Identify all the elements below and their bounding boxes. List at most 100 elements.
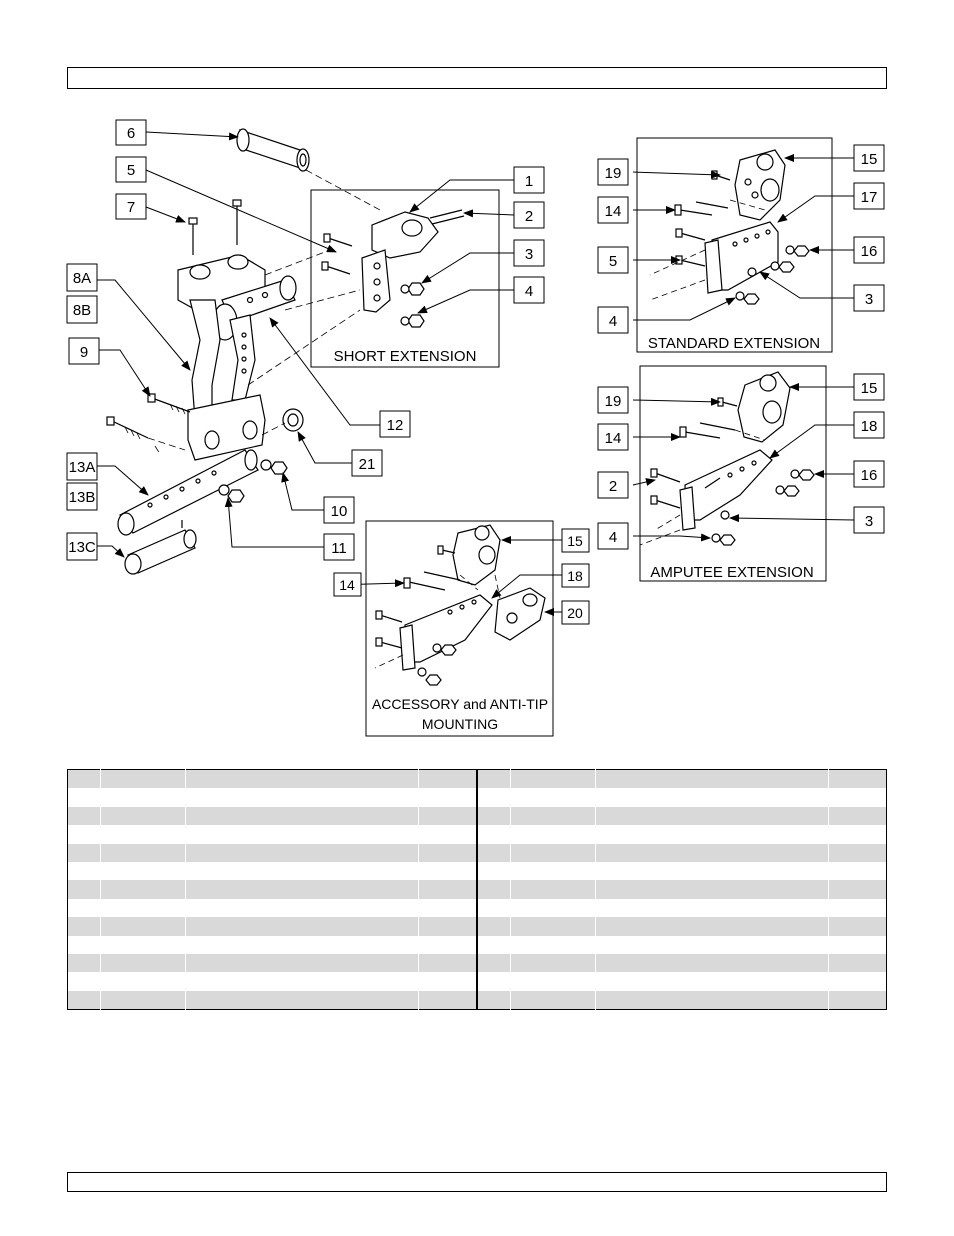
table-cell <box>185 990 419 1010</box>
table-cell <box>418 769 477 789</box>
table-cell <box>418 843 477 862</box>
table-cell <box>477 917 512 936</box>
table-cell <box>595 898 829 918</box>
table-cell <box>67 953 102 973</box>
callout-number: 18 <box>567 568 583 584</box>
table-cell <box>477 990 512 1010</box>
callout-number: 3 <box>865 291 873 308</box>
callout-number: 8B <box>73 302 91 319</box>
callout-std-17: 17 <box>853 182 885 210</box>
panel-short-extension: SHORT EXTENSION <box>310 189 500 368</box>
callout-number: 19 <box>605 393 622 410</box>
table-cell <box>828 898 887 918</box>
table-cell <box>100 972 186 991</box>
parts-table-left <box>67 769 477 1011</box>
table-cell <box>418 990 477 1010</box>
callout-number: 9 <box>80 344 88 361</box>
callout-std-14: 14 <box>597 196 629 224</box>
table-cell <box>185 953 419 973</box>
callout-21: 21 <box>351 449 383 477</box>
panel-accessory-mounting: ACCESSORY and ANTI-TIP MOUNTING <box>365 520 554 737</box>
table-cell <box>510 788 596 807</box>
table-cell <box>67 880 102 899</box>
table-cell <box>595 917 829 936</box>
table-cell <box>67 861 101 881</box>
callout-number: 6 <box>127 125 135 142</box>
amputee-extension-label: AMPUTEE EXTENSION <box>650 564 813 581</box>
callout-number: 1 <box>525 173 533 190</box>
table-row <box>67 990 477 1010</box>
table-cell <box>828 769 887 789</box>
table-cell <box>67 917 102 936</box>
callout-number: 3 <box>865 513 873 530</box>
table-cell <box>510 769 597 789</box>
table-cell <box>828 935 887 954</box>
table-cell <box>100 861 186 881</box>
callout-amp-16: 16 <box>853 460 885 488</box>
table-cell <box>67 898 101 918</box>
table-row <box>67 788 477 807</box>
table-cell <box>67 806 102 826</box>
table-cell <box>100 788 186 807</box>
table-cell <box>828 917 887 936</box>
callout-amp-19: 19 <box>597 386 629 414</box>
callout-number: 19 <box>605 165 622 182</box>
table-row <box>477 935 887 954</box>
table-cell <box>828 806 887 826</box>
callout-acc-20: 20 <box>561 600 590 625</box>
parts-table-right <box>477 769 887 1011</box>
lower-clamp <box>187 394 266 461</box>
callout-acc-14: 14 <box>333 572 362 597</box>
callout-number: 4 <box>525 283 533 300</box>
callout-amp-14: 14 <box>597 423 629 451</box>
panel-standard-extension: STANDARD EXTENSION <box>636 137 833 353</box>
table-cell <box>477 898 511 918</box>
table-row <box>67 843 477 862</box>
callout-amp-3: 3 <box>853 506 885 534</box>
callout-number: 20 <box>567 605 583 621</box>
table-cell <box>510 825 596 844</box>
footer-bar <box>67 1172 887 1192</box>
table-cell <box>418 953 477 973</box>
callout-amp-4: 4 <box>597 522 629 550</box>
table-cell <box>418 788 477 807</box>
table-cell <box>185 880 419 899</box>
table-cell <box>595 825 829 844</box>
table-cell <box>477 953 512 973</box>
table-cell <box>418 861 477 881</box>
callout-5: 5 <box>115 156 147 183</box>
callout-7: 7 <box>115 193 147 220</box>
callout-number: 14 <box>339 577 355 593</box>
callout-number: 16 <box>861 243 878 260</box>
table-cell <box>477 843 512 862</box>
table-cell <box>418 917 477 936</box>
callout-number: 11 <box>331 540 347 557</box>
table-cell <box>595 880 829 899</box>
table-row <box>477 825 887 844</box>
callout-acc-18: 18 <box>561 563 590 588</box>
table-row <box>477 953 887 973</box>
table-cell <box>185 917 419 936</box>
short-tube <box>124 520 197 575</box>
table-cell <box>67 769 102 789</box>
callout-std-5: 5 <box>597 246 629 274</box>
table-cell <box>100 990 187 1010</box>
table-cell <box>100 935 186 954</box>
callout-10: 10 <box>323 496 355 524</box>
table-cell <box>100 825 186 844</box>
main-assembly <box>106 128 310 575</box>
callout-number: 13C <box>68 539 96 556</box>
table-row <box>477 769 887 789</box>
callout-number: 13B <box>69 489 96 506</box>
table-cell <box>828 861 887 881</box>
table-row <box>477 898 887 918</box>
table-row <box>67 861 477 881</box>
assembly-dash-lines-main <box>147 169 381 455</box>
table-cell <box>477 935 511 954</box>
table-cell <box>185 825 419 844</box>
table-cell <box>418 935 477 954</box>
table-row <box>67 935 477 954</box>
table-cell <box>418 880 477 899</box>
table-cell <box>477 861 511 881</box>
leader-arrows <box>97 131 855 616</box>
